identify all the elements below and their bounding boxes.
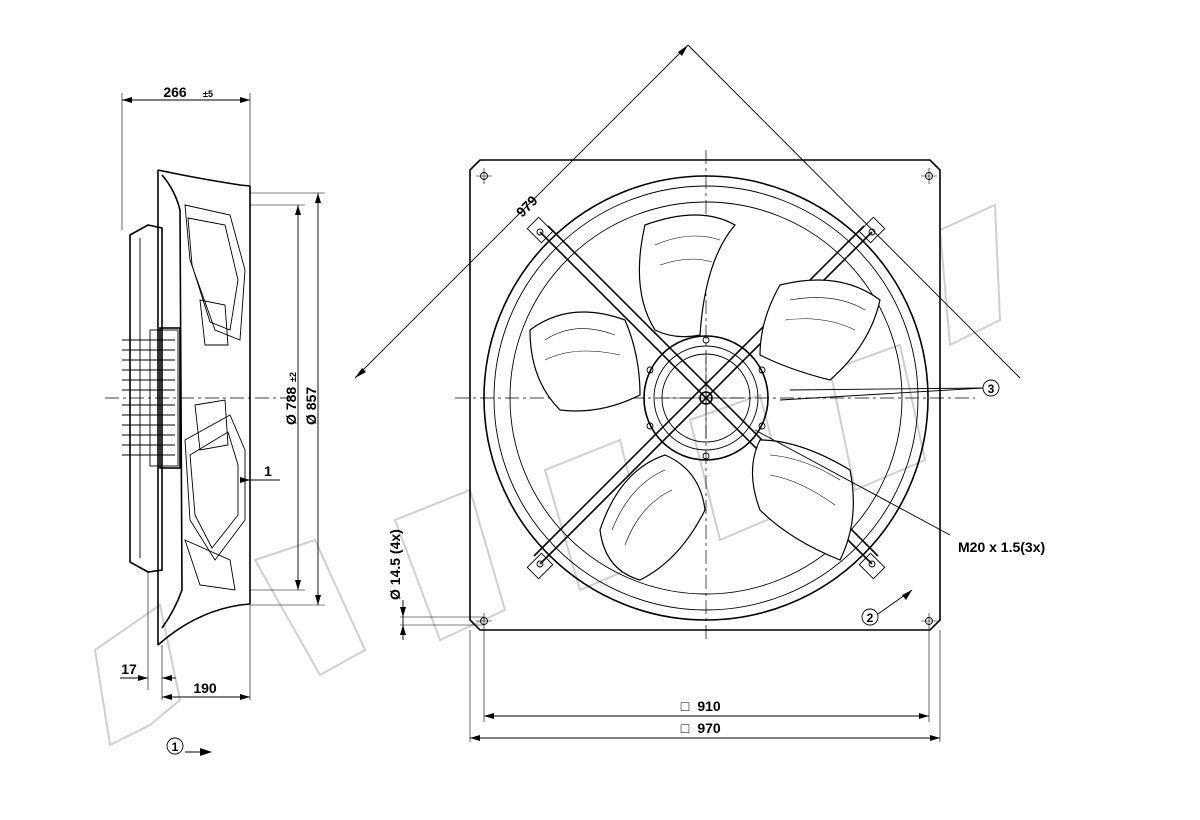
cable-gland-number: 3	[988, 382, 995, 396]
depth-label: 266	[163, 84, 187, 100]
airflow-number: 1	[172, 740, 179, 754]
depth-tolerance: ±5	[203, 89, 213, 99]
motor-fins	[122, 329, 179, 467]
airflow-callout: 1	[166, 737, 212, 756]
outer-diameter-label: Ø 857	[303, 387, 319, 425]
impeller-blades	[529, 214, 881, 581]
inner-diameter-label: Ø 788	[283, 387, 299, 425]
cable-gland-callout: 3	[779, 379, 1000, 401]
airflow-arrow-icon	[200, 748, 212, 756]
thread-label: M20 x 1.5(3x)	[958, 539, 1045, 555]
mounting-number: 2	[867, 611, 874, 625]
hole-spacing-label: 910	[697, 698, 721, 714]
corner-holes	[476, 168, 937, 629]
square-symbol-970: □	[681, 720, 690, 736]
watermark-outline	[93, 203, 1002, 747]
front-view: 979 Ø 14.5 (4x) 2 3 M20 x 1.5(3x)	[354, 44, 1045, 742]
plate-width-label: 970	[697, 720, 721, 736]
depth-190-label: 190	[193, 680, 217, 696]
hub	[643, 335, 769, 461]
mounting-callout: 2	[861, 589, 913, 626]
hole-diameter-label: Ø 14.5 (4x)	[387, 529, 403, 600]
lip-label: 1	[264, 463, 272, 479]
offset-17-label: 17	[121, 661, 137, 677]
side-view: 266 ±5 Ø 788 ±2 Ø 857 1 17 190	[105, 84, 325, 756]
square-symbol-910: □	[681, 698, 690, 714]
inner-diameter-tolerance: ±2	[288, 372, 298, 382]
